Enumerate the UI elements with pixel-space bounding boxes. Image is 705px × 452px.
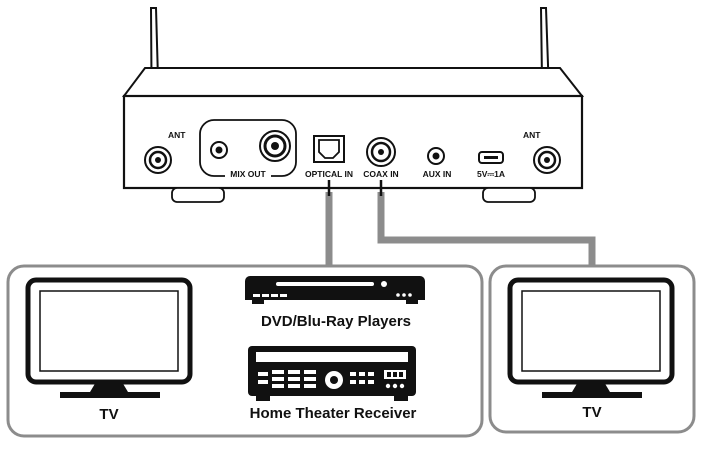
mix-out-ports	[199, 119, 297, 177]
tv-right-label: TV	[582, 404, 601, 421]
aux-in-port	[427, 147, 445, 165]
tv-right-icon	[507, 277, 675, 398]
coax-cable	[377, 192, 596, 266]
mix-out-label: MIX OUT	[230, 169, 266, 179]
ant-right-label: ANT	[523, 130, 541, 140]
dvd-player-icon	[245, 276, 425, 304]
receiver-icon	[248, 346, 416, 401]
aux-in-label: AUX IN	[423, 169, 452, 179]
optical-in-label: OPTICAL IN	[305, 169, 353, 179]
tv-left-icon	[25, 277, 193, 398]
ant-left-label: ANT	[168, 130, 186, 140]
optical-in-port	[313, 135, 345, 163]
usb-power-label: 5V⎓1A	[477, 169, 505, 179]
receiver-label: Home Theater Receiver	[250, 405, 417, 422]
coax-in-label: COAX IN	[363, 169, 398, 179]
usb-power-port	[478, 151, 504, 164]
tv-left-label: TV	[99, 406, 118, 423]
coax-in-port	[366, 137, 396, 167]
foot-right	[482, 187, 536, 203]
mix-out-label-bg	[225, 168, 271, 180]
cable-plugs	[327, 180, 383, 196]
transmitter-chassis	[122, 67, 585, 203]
ant-right-port	[533, 146, 561, 174]
cables	[325, 192, 596, 266]
foot-left	[171, 187, 225, 203]
dvd-label: DVD/Blu-Ray Players	[261, 313, 411, 330]
ant-left-port	[144, 146, 172, 174]
